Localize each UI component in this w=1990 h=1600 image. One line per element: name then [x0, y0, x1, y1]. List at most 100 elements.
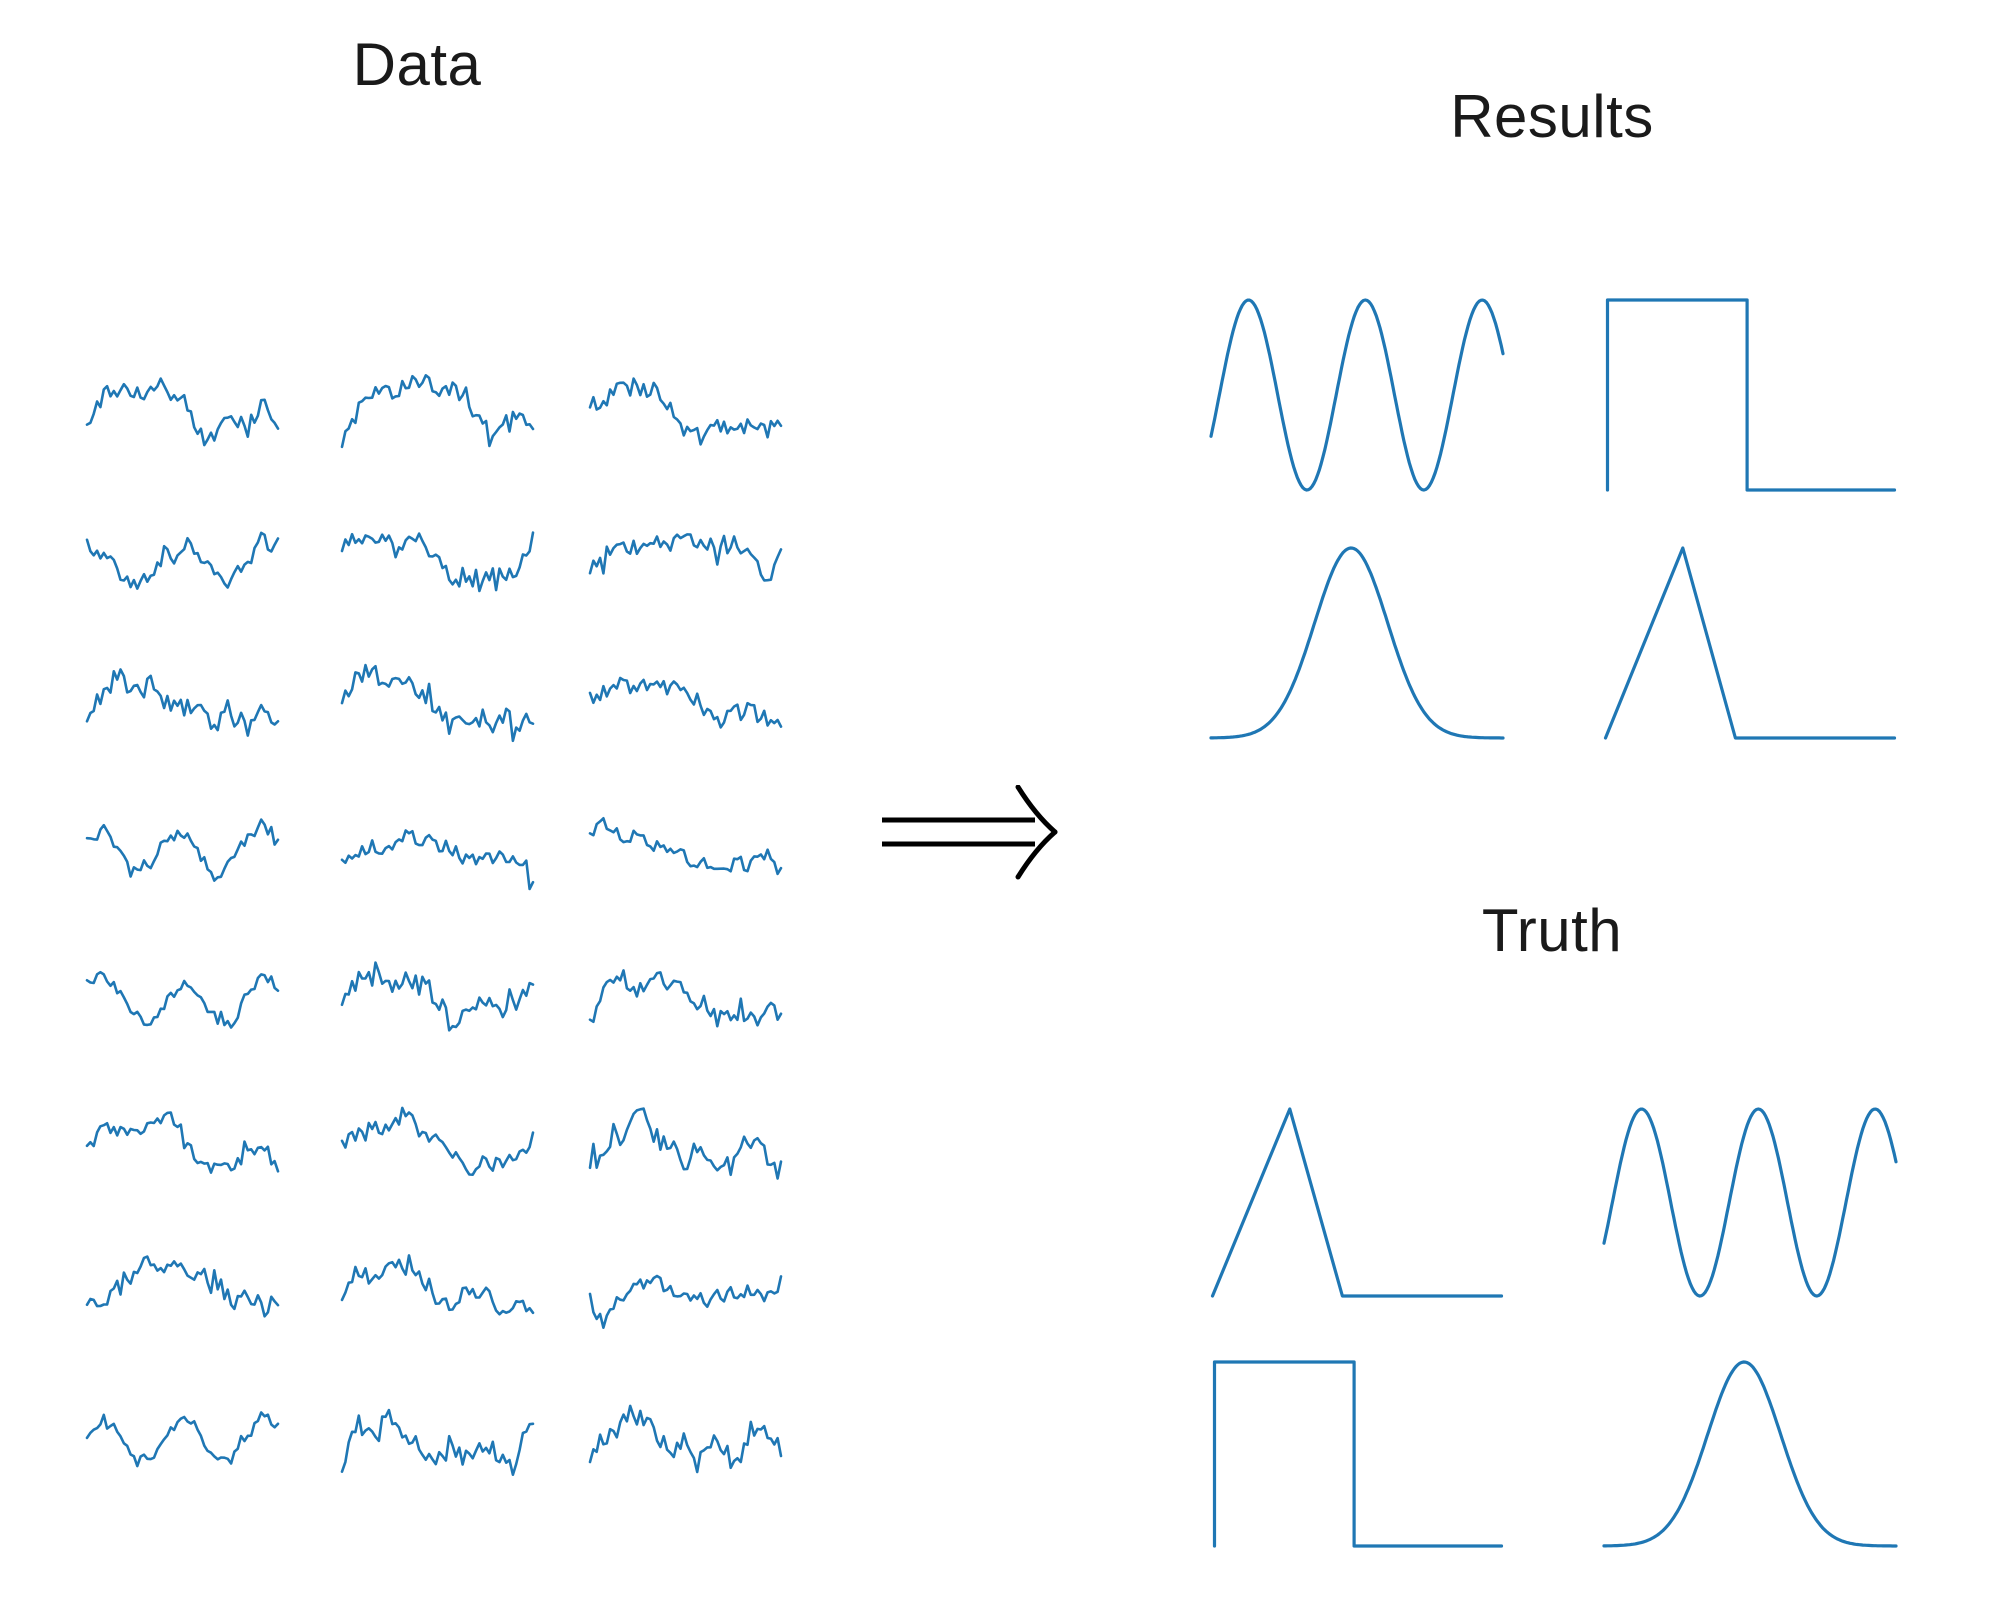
noisy-series-line	[588, 1107, 783, 1180]
arrow-head-top	[1015, 784, 1058, 835]
noisy-series-line	[85, 1255, 280, 1318]
noisy-series-line	[85, 818, 280, 882]
noisy-series-line	[588, 1274, 783, 1329]
data-series-panel-r6c3-svg	[588, 1107, 783, 1180]
truth-panel-square-svg	[1212, 1360, 1504, 1548]
data-series-panel-r6c1	[85, 1080, 280, 1195]
data-series-panel-r1c1	[85, 348, 280, 463]
data-series-panel-r7c2-svg	[340, 1254, 535, 1316]
data-series-panel-r8c1-svg	[85, 1411, 280, 1468]
data-series-panel-r1c2	[340, 348, 535, 463]
data-series-panel-r8c1	[85, 1373, 280, 1488]
noisy-series-line	[340, 961, 535, 1032]
results-panel-gauss-svg	[1209, 546, 1505, 740]
results-panel-square-svg	[1605, 298, 1897, 492]
results-panel-square	[1600, 296, 1900, 494]
noisy-series-line	[588, 533, 783, 582]
results-panel-sine-svg	[1209, 298, 1505, 492]
results-group-title: Results	[1450, 83, 1654, 150]
data-series-panel-r3c3	[588, 641, 783, 756]
noisy-series-line	[588, 377, 783, 446]
square-waveform-line	[1212, 1360, 1504, 1548]
noisy-series-line	[85, 531, 280, 590]
data-series-panel-r1c2-svg	[340, 373, 535, 449]
noisy-series-line	[85, 1111, 280, 1174]
results-panel-triangle-svg	[1603, 546, 1897, 740]
truth-panel-triangle	[1207, 1105, 1507, 1300]
data-series-panel-r5c3	[588, 934, 783, 1049]
data-series-panel-r6c2	[340, 1080, 535, 1195]
noisy-series-line	[340, 663, 535, 743]
data-series-panel-r5c1-svg	[85, 970, 280, 1029]
data-series-panel-r1c3-svg	[588, 377, 783, 446]
noisy-series-line	[85, 1411, 280, 1468]
data-series-panel-r4c3-svg	[588, 816, 783, 876]
data-series-panel-r4c1-svg	[85, 818, 280, 882]
data-series-panel-r7c2	[340, 1227, 535, 1342]
truth-panel-square	[1207, 1358, 1507, 1550]
data-series-panel-r6c1-svg	[85, 1111, 280, 1174]
data-series-panel-r2c1-svg	[85, 531, 280, 590]
data-series-panel-r5c2-svg	[340, 961, 535, 1032]
data-series-panel-r8c3	[588, 1373, 783, 1488]
truth-panel-sine-svg	[1602, 1107, 1898, 1298]
triangle-waveform-line	[1603, 546, 1897, 740]
truth-panel-triangle-svg	[1210, 1107, 1504, 1298]
data-series-panel-r7c3	[588, 1227, 783, 1342]
data-series-panel-r3c1-svg	[85, 668, 280, 737]
data-series-panel-r8c2	[340, 1373, 535, 1488]
noisy-series-line	[340, 373, 535, 449]
data-series-panel-r2c2-svg	[340, 531, 535, 593]
truth-panel-gauss	[1600, 1358, 1900, 1550]
gauss-waveform-line	[1602, 1360, 1898, 1548]
data-series-panel-r2c3	[588, 494, 783, 609]
double-right-arrow-icon	[870, 784, 1070, 885]
double-right-arrow-svg	[882, 784, 1058, 880]
data-series-panel-r7c1	[85, 1227, 280, 1342]
data-series-panel-r5c2	[340, 934, 535, 1049]
noisy-series-line	[340, 1408, 535, 1476]
noisy-series-line	[340, 829, 535, 891]
gauss-waveform-line	[1209, 546, 1505, 740]
noisy-series-line	[588, 1404, 783, 1474]
noisy-series-line	[340, 531, 535, 593]
noisy-series-line	[588, 676, 783, 729]
square-waveform-line	[1605, 298, 1897, 492]
data-series-panel-r8c3-svg	[588, 1404, 783, 1474]
results-panel-gauss	[1207, 544, 1507, 742]
noisy-series-line	[340, 1254, 535, 1316]
data-series-panel-r6c2-svg	[340, 1106, 535, 1176]
results-panel-sine	[1207, 296, 1507, 494]
data-series-panel-r3c2	[340, 641, 535, 756]
noisy-series-line	[85, 970, 280, 1029]
data-series-panel-r2c3-svg	[588, 533, 783, 582]
truth-panel-sine	[1600, 1105, 1900, 1300]
truth-group-title: Truth	[1481, 897, 1623, 964]
arrow-head-bottom	[1015, 829, 1058, 880]
data-series-panel-r4c3	[588, 787, 783, 902]
data-series-panel-r5c1	[85, 934, 280, 1049]
data-series-panel-r1c1-svg	[85, 377, 280, 447]
data-series-panel-r6c3	[588, 1080, 783, 1195]
data-series-panel-r7c1-svg	[85, 1255, 280, 1318]
data-series-panel-r3c3-svg	[588, 676, 783, 729]
data-series-panel-r3c2-svg	[340, 663, 535, 743]
data-series-panel-r7c3-svg	[588, 1274, 783, 1329]
data-series-panel-r3c1	[85, 641, 280, 756]
noisy-series-line	[588, 969, 783, 1028]
data-series-panel-r4c1	[85, 787, 280, 902]
data-series-panel-r4c2	[340, 787, 535, 902]
noisy-series-line	[588, 816, 783, 876]
results-panel-triangle	[1600, 544, 1900, 742]
noisy-series-line	[340, 1106, 535, 1176]
data-series-panel-r4c2-svg	[340, 829, 535, 891]
sine-waveform-line	[1209, 298, 1505, 492]
data-series-panel-r8c2-svg	[340, 1408, 535, 1476]
data-series-panel-r1c3	[588, 348, 783, 463]
data-group-title: Data	[352, 31, 482, 98]
data-series-panel-r5c3-svg	[588, 969, 783, 1028]
truth-panel-gauss-svg	[1602, 1360, 1898, 1548]
noisy-series-line	[85, 377, 280, 447]
triangle-waveform-line	[1210, 1107, 1504, 1298]
